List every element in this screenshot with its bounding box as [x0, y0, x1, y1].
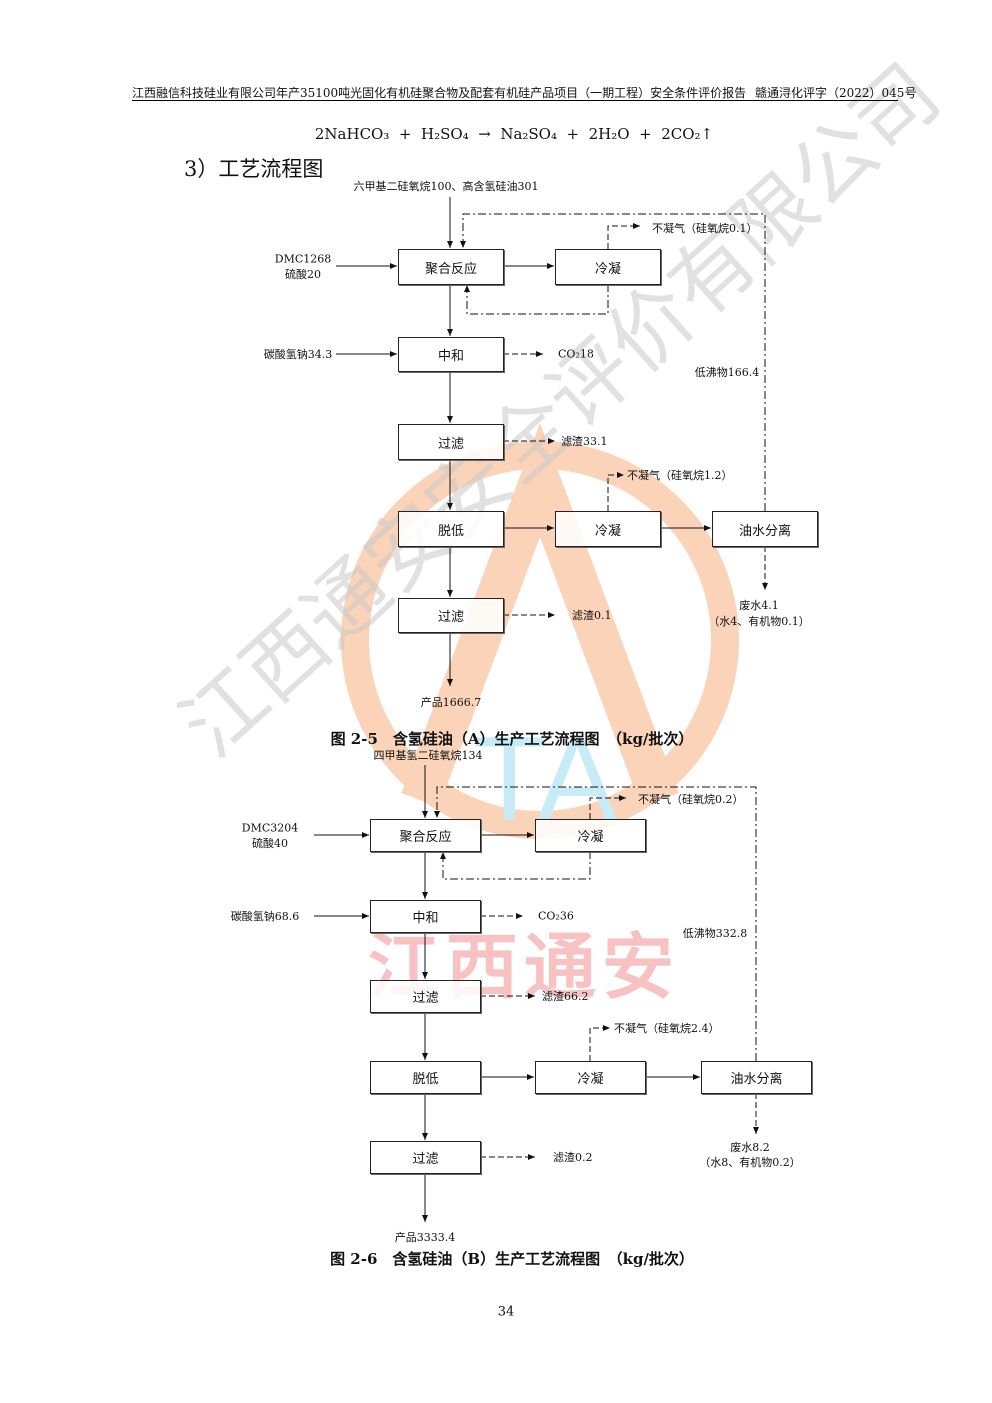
filter-residue-2-label: 滤渣0.2	[553, 1151, 593, 1164]
process-box-polymerization: 聚合反应	[370, 819, 481, 852]
filter-residue-label: 滤渣33.1	[561, 435, 608, 448]
chemical-equation: 2NaHCO₃ + H₂SO₄ → Na₂SO₄ + 2H₂O + 2CO₂↑	[314, 125, 714, 143]
dmc-label: DMC1268	[274, 252, 332, 266]
acid-label: 硫酸20	[285, 268, 321, 281]
process-box-filter: 过滤	[398, 424, 504, 460]
noncondensable-gas-2-label: 不凝气（硅氧烷2.4）	[614, 1022, 720, 1035]
process-box-devolatilize: 脱低	[370, 1061, 481, 1094]
noncondensable-gas-label: 不凝气（硅氧烷0.2）	[638, 793, 744, 806]
process-box-devolatilize: 脱低	[398, 511, 504, 547]
bicarbonate-label: 碳酸氢钠68.6	[230, 910, 300, 923]
process-box-condense: 冷凝	[535, 819, 646, 852]
page-number: 34	[497, 1304, 515, 1320]
waste-water-detail: （水4、有机物0.1）	[708, 615, 810, 628]
top-input-label: 四甲基氢二硅氧烷134	[373, 749, 483, 762]
co2-label: CO₂36	[538, 909, 574, 923]
process-box-condense-2: 冷凝	[555, 511, 661, 547]
process-box-polymerization: 聚合反应	[398, 249, 504, 285]
noncondensable-gas-2-label: 不凝气（硅氧烷1.2）	[627, 469, 733, 482]
noncondensable-gas-label: 不凝气（硅氧烷0.1）	[652, 222, 758, 235]
waste-water-label: 废水8.2	[730, 1141, 770, 1154]
process-box-condense: 冷凝	[555, 249, 661, 285]
figure-caption: 图 2-5 含氢硅油（A）生产工艺流程图 （kg/批次）	[330, 730, 694, 748]
header-title: 江西融信科技硅业有限公司年产35100吨光固化有机硅聚合物及配套有机硅产品项目（…	[132, 86, 747, 100]
figure-caption: 图 2-6 含氢硅油（B）生产工艺流程图 （kg/批次）	[330, 1250, 694, 1268]
dmc-label: DMC3204	[241, 821, 299, 835]
filter-residue-label: 滤渣66.2	[542, 990, 589, 1003]
low-boiling-label: 低沸物332.8	[682, 927, 748, 940]
process-box-filter-2: 过滤	[398, 598, 504, 633]
low-boiling-label: 低沸物166.4	[694, 366, 760, 379]
filter-residue-2-label: 滤渣0.1	[572, 609, 612, 622]
top-input-label: 六甲基二硅氧烷100、高含氢硅油301	[353, 180, 539, 193]
process-box-neutralize: 中和	[398, 337, 504, 372]
header-rule	[132, 100, 898, 101]
process-box-oil-water-separation: 油水分离	[712, 511, 818, 547]
co2-label: CO₂18	[558, 347, 594, 361]
product-label: 产品1666.7	[420, 696, 482, 709]
acid-label: 硫酸40	[252, 837, 288, 850]
process-box-filter: 过滤	[370, 980, 481, 1013]
waste-water-label: 废水4.1	[739, 599, 779, 612]
process-box-neutralize: 中和	[370, 900, 481, 933]
waste-water-detail: （水8、有机物0.2）	[699, 1156, 801, 1169]
process-box-filter-2: 过滤	[370, 1141, 481, 1174]
product-label: 产品3333.4	[394, 1231, 456, 1244]
process-box-condense-2: 冷凝	[535, 1061, 646, 1094]
bicarbonate-label: 碳酸氢钠34.3	[263, 348, 333, 361]
section-title: 3）工艺流程图	[184, 157, 324, 181]
header-doc-number: 赣通浔化评字（2022）045号	[755, 86, 917, 100]
process-box-oil-water-separation: 油水分离	[701, 1061, 812, 1094]
